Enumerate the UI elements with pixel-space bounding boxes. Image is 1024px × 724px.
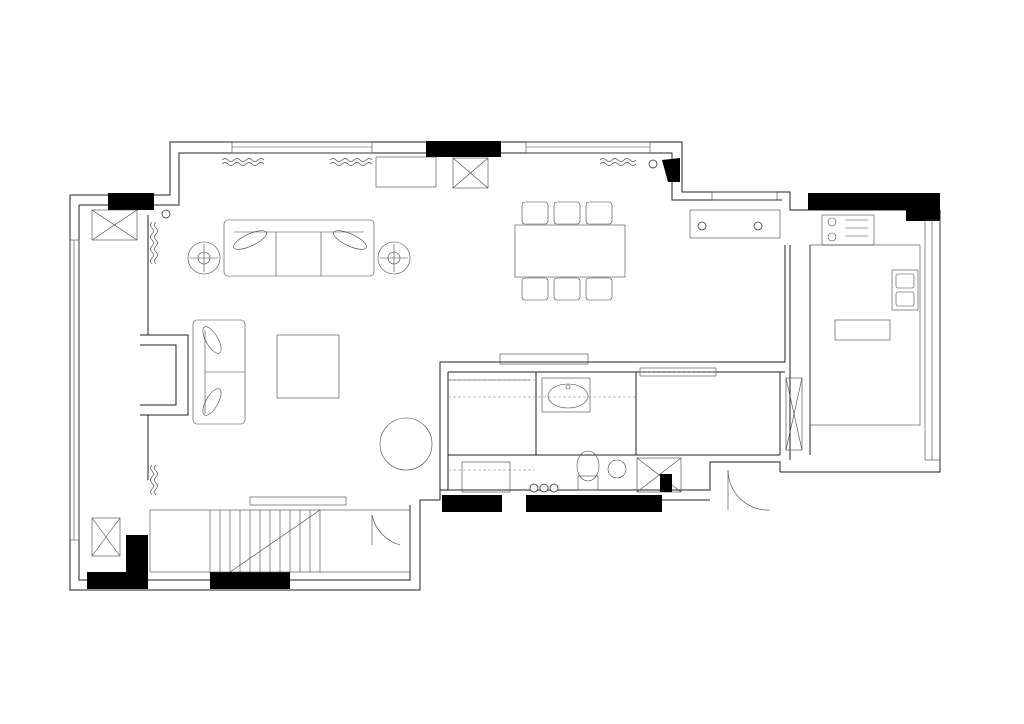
stair-icon <box>149 496 411 573</box>
cabinet <box>375 156 437 188</box>
column <box>662 158 680 182</box>
armchair-icon <box>192 319 246 425</box>
shaft-icon <box>91 157 803 557</box>
column <box>108 193 154 210</box>
washbasin-icon <box>541 377 591 413</box>
structural-columns <box>87 141 940 589</box>
column <box>126 535 148 585</box>
column <box>442 495 502 512</box>
coffee-table <box>276 334 340 399</box>
column <box>210 572 290 589</box>
toilet-icon <box>576 450 600 491</box>
kitchen-island <box>834 319 891 341</box>
bathroom-fixtures <box>448 353 636 398</box>
sofa-icon <box>223 219 375 277</box>
shower-tray <box>461 461 511 493</box>
socket-icons <box>161 159 763 493</box>
interior-walls <box>140 215 811 490</box>
sink-icon <box>891 269 919 311</box>
dining-table-icon <box>514 224 626 278</box>
kitchen-counter <box>809 244 921 426</box>
windows <box>69 141 941 541</box>
plant-icon <box>607 459 627 479</box>
lamp-icon <box>187 241 411 275</box>
column <box>426 141 501 157</box>
column <box>660 474 672 492</box>
chair-icon <box>521 201 613 301</box>
column <box>906 193 940 221</box>
round-table <box>379 417 433 471</box>
door-swing-icon <box>371 469 771 546</box>
stove-icon <box>821 214 875 246</box>
curtain-icon <box>150 158 637 496</box>
column <box>526 495 662 512</box>
cabinet <box>689 209 781 239</box>
